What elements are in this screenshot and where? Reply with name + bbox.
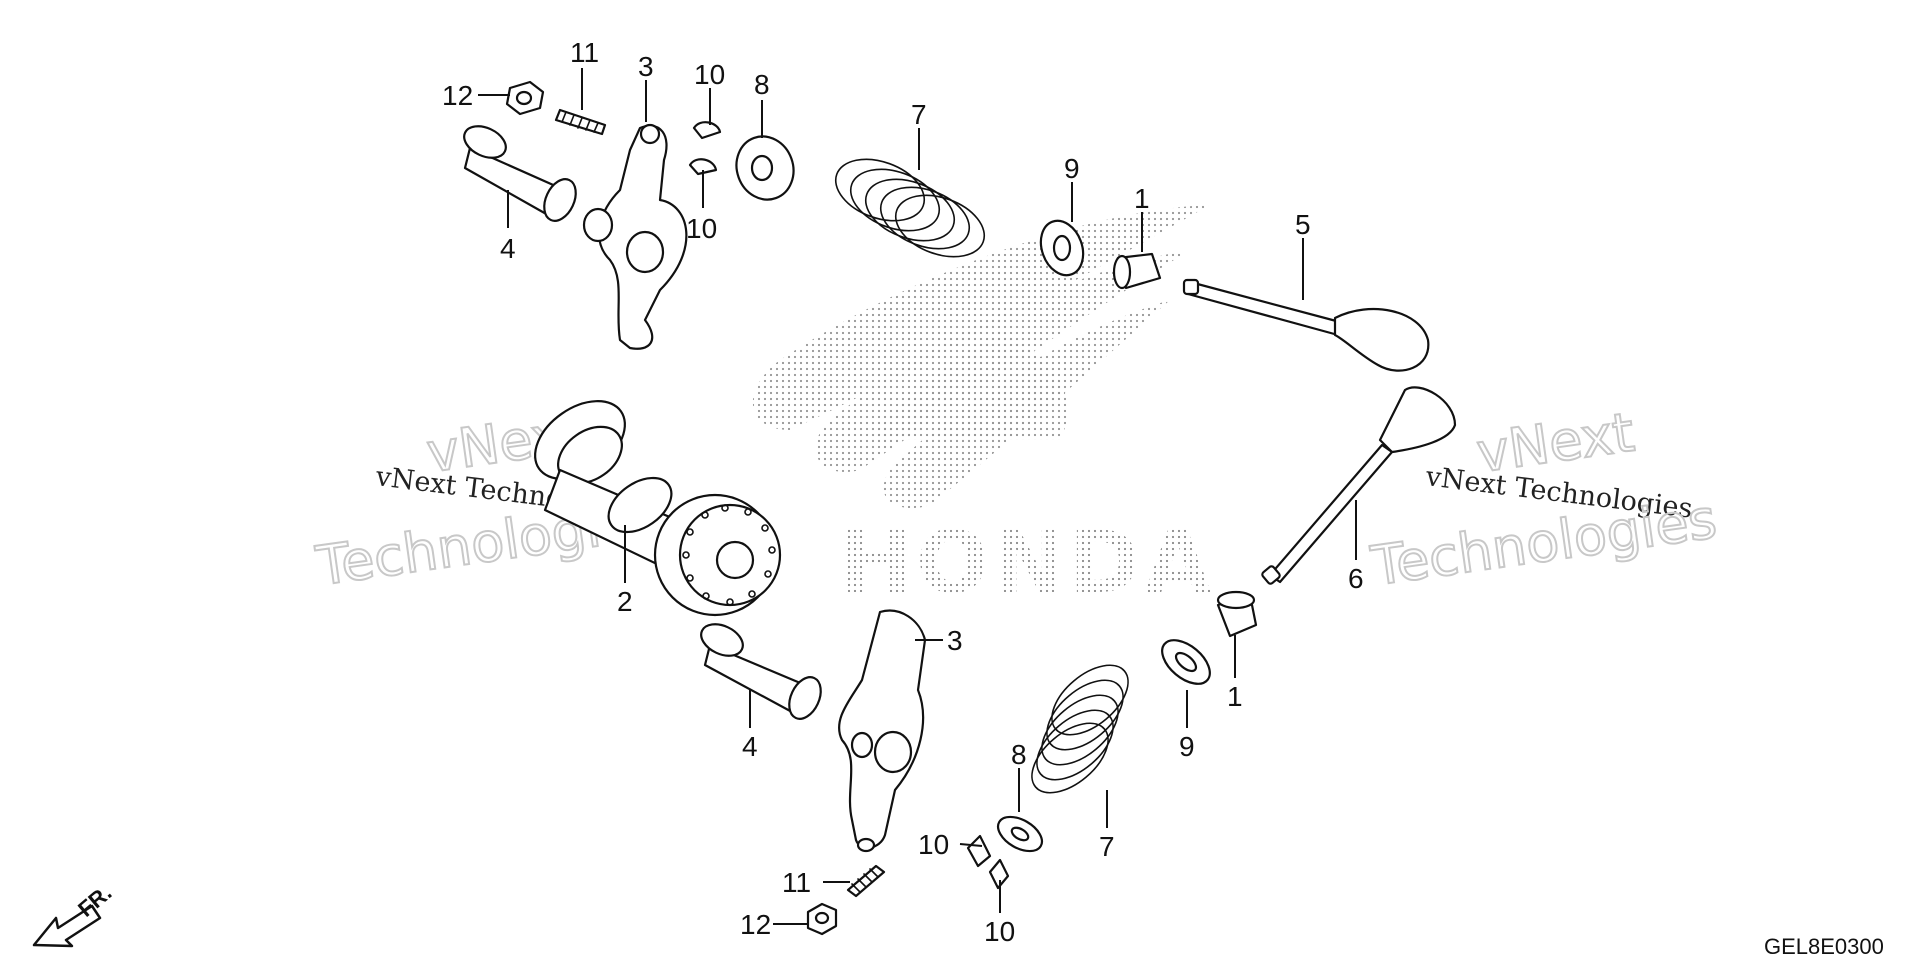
callout-10: 10 (918, 829, 949, 860)
callout-10: 10 (694, 59, 725, 90)
exhaust-valve-part (1261, 386, 1457, 585)
diagram-code: GEL8E0300 (1764, 934, 1884, 959)
callout-8: 8 (754, 69, 770, 100)
nut-lower-part (806, 902, 838, 936)
valve-cotter-part (688, 121, 722, 176)
callout-9: 9 (1064, 153, 1080, 184)
adjusting-screw-lower-part (846, 864, 886, 898)
valve-spring-lower-part (1031, 664, 1129, 794)
callout-1: 1 (1134, 183, 1150, 214)
valve-cotter-lower-part (966, 834, 1010, 890)
valve-stem-seal-lower-part (1216, 590, 1258, 638)
callout-11: 11 (782, 867, 811, 898)
callout-6: 6 (1348, 563, 1364, 594)
callout-10: 10 (686, 213, 717, 244)
callout-5: 5 (1295, 209, 1311, 240)
callout-12: 12 (740, 909, 771, 940)
intake-valve-part (1182, 278, 1430, 372)
callout-9: 9 (1179, 731, 1195, 762)
spring-seat-part (1039, 219, 1085, 277)
callout-2: 2 (617, 586, 633, 617)
rocker-arm-part (582, 123, 688, 350)
callout-4: 4 (500, 233, 516, 264)
valve-spring-part (834, 158, 986, 258)
callout-3: 3 (638, 51, 654, 82)
nut-part (505, 80, 545, 116)
honda-wing-logo (752, 205, 1210, 509)
callout-11: 11 (570, 37, 599, 68)
callout-8: 8 (1011, 739, 1027, 770)
callout-1: 1 (1227, 681, 1243, 712)
rocker-shaft-lower-part (700, 623, 822, 720)
callout-leaders (478, 68, 1357, 925)
front-arrow-icon (32, 904, 102, 948)
watermark-right-outline-1: vNext (1473, 401, 1638, 485)
rocker-arm-lower-part (838, 609, 927, 853)
honda-logo-text: HONDA (840, 513, 1215, 613)
valve-stem-seal-part (1112, 252, 1162, 290)
callout-3: 3 (947, 625, 963, 656)
callout-7: 7 (911, 99, 927, 130)
callout-4: 4 (742, 731, 758, 762)
callout-labels: 12 11 3 10 10 8 4 7 9 1 5 2 6 3 4 1 9 8 … (442, 37, 1364, 947)
adjusting-screw-part (554, 108, 607, 136)
callout-7: 7 (1099, 831, 1115, 862)
spring-retainer-lower-part (996, 815, 1044, 853)
spring-retainer-part (735, 135, 795, 201)
callout-12: 12 (442, 80, 473, 111)
rocker-shaft-part (463, 125, 577, 222)
callout-10: 10 (984, 916, 1015, 947)
camshaft-part (534, 400, 782, 617)
spring-seat-lower-part (1161, 639, 1211, 685)
